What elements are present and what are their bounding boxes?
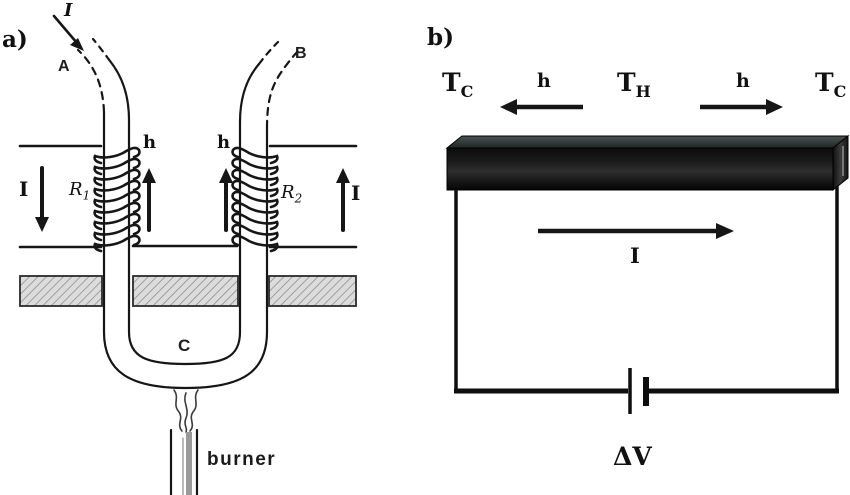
current-in-label: I: [64, 0, 73, 21]
coil-right: [231, 146, 279, 253]
burner-tube: [169, 428, 199, 495]
current-down-arrow-left: [35, 166, 49, 232]
current-up-arrow-right: [336, 168, 350, 232]
hatched-wall: [19, 275, 357, 307]
current-left-label: I: [19, 177, 29, 201]
current-right-label: I: [351, 181, 361, 205]
resistor-2-label: R2: [281, 182, 303, 206]
heat-up-arrow-inner-right: [219, 168, 233, 232]
point-a-label: A: [58, 58, 70, 75]
battery-symbol: [628, 368, 649, 414]
panel-b-drawing: [445, 99, 850, 414]
panel-a-drawing: [18, 14, 358, 495]
point-c-label: C: [178, 336, 191, 355]
h-left-label-b: h: [537, 70, 551, 92]
h-right-label-a: h: [217, 132, 231, 153]
circuit-wires: [454, 186, 839, 394]
conductor-bar: [445, 134, 850, 192]
voltage-label: ΔV: [613, 442, 652, 471]
temp-cold-left-label: TC: [442, 68, 474, 101]
resistor-1-label: R1: [69, 179, 91, 203]
temp-hot-label: TH: [617, 68, 651, 101]
panel-b-label: b): [427, 24, 454, 51]
burner-label: burner: [207, 449, 277, 470]
heat-arrow-left: [500, 99, 583, 115]
heat-up-arrow-inner-left: [142, 168, 156, 232]
current-in-arrow: [52, 14, 84, 51]
u-tube: [76, 37, 303, 390]
h-left-label-a: h: [143, 132, 157, 153]
current-arrow: [538, 223, 734, 239]
plate-lines: [18, 144, 358, 249]
h-right-label-b: h: [736, 70, 750, 92]
burner-flame: [173, 389, 199, 433]
heat-arrow-right: [700, 99, 783, 115]
point-b-label: B: [295, 45, 307, 62]
current-label-b: I: [630, 243, 640, 268]
panel-a-label: a): [2, 26, 28, 53]
coil-left: [93, 146, 141, 253]
temp-cold-right-label: TC: [815, 68, 847, 101]
